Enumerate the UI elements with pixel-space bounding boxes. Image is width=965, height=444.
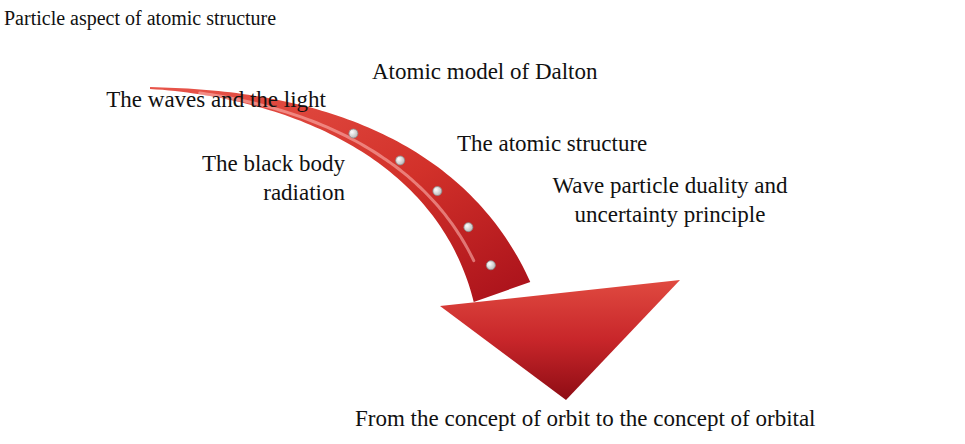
milestone-label: Wave particle duality and uncertainty pr… — [520, 172, 820, 230]
timeline-dot — [464, 223, 473, 232]
timeline-dot — [486, 261, 495, 270]
arrow-group — [150, 87, 680, 400]
arrow-shaft — [150, 87, 530, 302]
timeline-dot — [433, 187, 442, 196]
arrow-highlight — [200, 93, 474, 261]
endpoint-label: Particle aspect of atomic structure — [4, 6, 276, 31]
endpoint-label: From the concept of orbit to the concept… — [355, 405, 816, 434]
timeline-dot — [396, 156, 405, 165]
timeline-dot — [349, 129, 358, 138]
milestone-label: The black body radiation — [185, 150, 345, 208]
milestone-label: The atomic structure — [457, 130, 647, 159]
milestone-label: The waves and the light — [106, 86, 326, 115]
milestone-label: Atomic model of Dalton — [372, 58, 598, 87]
